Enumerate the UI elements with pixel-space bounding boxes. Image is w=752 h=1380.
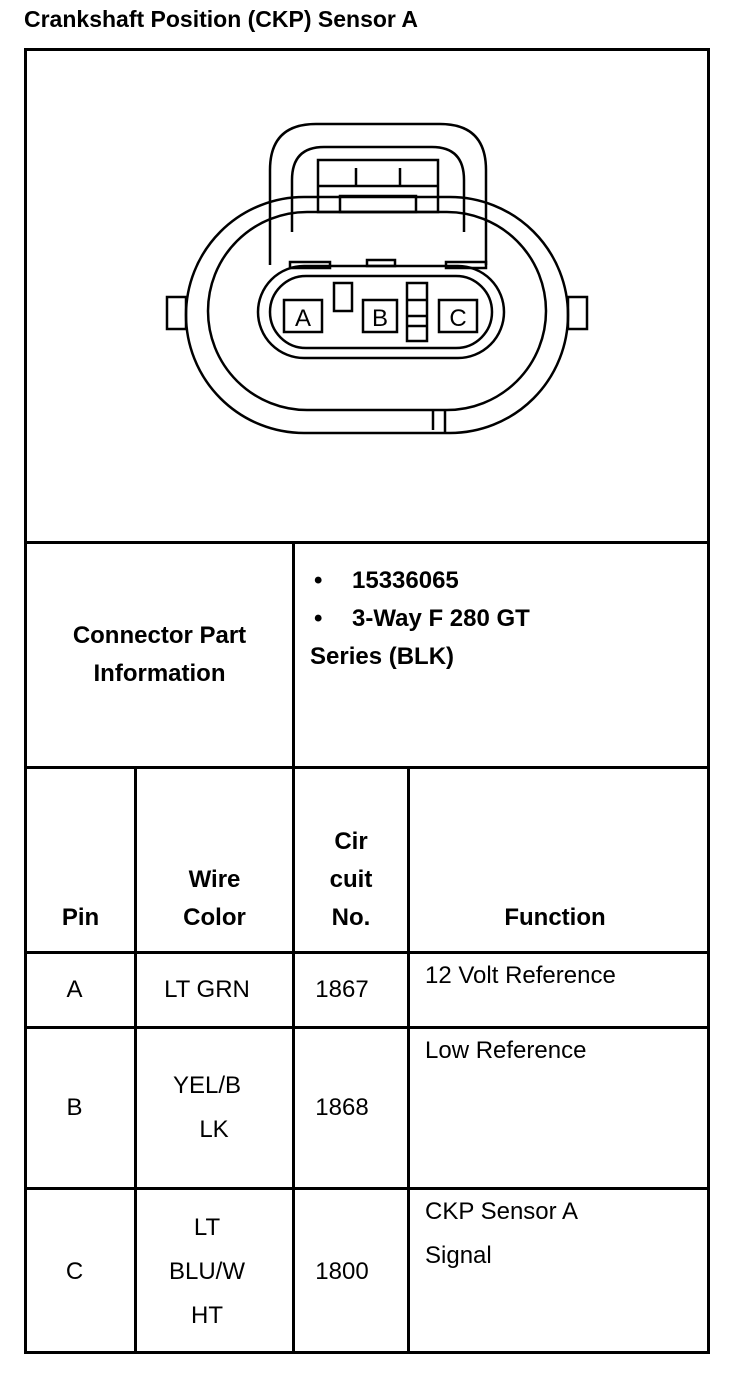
part-info-label-line: Information (93, 660, 226, 687)
header-wire-color: Wire Color (137, 861, 292, 937)
table-row-b-pin: B (66, 1094, 83, 1121)
connector-type-continuation: Series (BLK) (310, 643, 455, 670)
connector-diagram: A B C (165, 122, 589, 435)
divider (407, 766, 410, 1354)
table-row-a-circuit: 1867 (315, 976, 369, 1003)
table-row-a-pin: A (66, 976, 83, 1003)
header-line: No. (331, 904, 371, 931)
divider (24, 541, 710, 544)
connector-housing (165, 122, 589, 435)
pin-label-b: B (372, 305, 388, 332)
function-line: 12 Volt Reference (425, 962, 616, 989)
wire-color-line: YEL/B (172, 1072, 242, 1099)
table-row-c-function: CKP Sensor A Signal (425, 1190, 705, 1354)
wire-color-line: BLU/W (168, 1258, 245, 1285)
header-line: Cir (334, 828, 368, 855)
function-line: Low Reference (425, 1037, 587, 1064)
header-pin: Pin (61, 904, 100, 931)
connector-table (24, 48, 710, 1354)
wire-color-line: LK (199, 1116, 229, 1143)
divider (134, 766, 137, 1354)
divider (292, 766, 295, 1354)
table-row-c-circuit: 1800 (315, 1258, 369, 1285)
part-info-list: • 15336065 • 3-Way F 280 GT Series (BLK) (310, 562, 530, 676)
header-line: Color (183, 904, 246, 931)
header-line: cuit (329, 866, 373, 893)
table-row-a-function: 12 Volt Reference (425, 954, 705, 1026)
table-row-b-circuit: 1868 (315, 1094, 369, 1121)
pin-label-a: A (295, 305, 311, 332)
function-line: CKP Sensor A (425, 1198, 578, 1225)
header-function: Function (504, 904, 606, 931)
header-circuit: Cir cuit No. (295, 823, 407, 937)
connector-type: 3-Way F 280 GT (352, 605, 530, 632)
header-line: Wire (188, 866, 241, 893)
bullet: • (314, 605, 323, 632)
part-info-label-line: Connector Part (72, 622, 247, 649)
table-row-b-function: Low Reference (425, 1029, 705, 1187)
table-row-c-pin: C (65, 1258, 84, 1285)
part-info-label: Connector Part Information (27, 617, 292, 693)
part-number: 15336065 (352, 567, 459, 594)
divider (24, 1187, 710, 1190)
divider (24, 951, 710, 954)
wire-color-line: HT (191, 1302, 223, 1329)
table-row-a-wire: LT GRN (137, 954, 277, 1026)
divider (24, 1026, 710, 1029)
wire-color-line: LT (193, 1214, 221, 1241)
table-row-b-wire: YEL/B LK (137, 1029, 277, 1187)
pin-label-c: C (449, 305, 466, 332)
function-line: Signal (425, 1242, 492, 1269)
divider (292, 541, 295, 767)
bullet: • (314, 567, 323, 594)
page-title: Crankshaft Position (CKP) Sensor A (24, 6, 419, 32)
divider (24, 766, 710, 769)
table-row-c-wire: LT BLU/W HT (137, 1190, 277, 1354)
list-item: • 15336065 (310, 562, 530, 600)
wire-color-line: LT GRN (164, 976, 250, 1003)
list-item: • 3-Way F 280 GT (310, 600, 530, 638)
